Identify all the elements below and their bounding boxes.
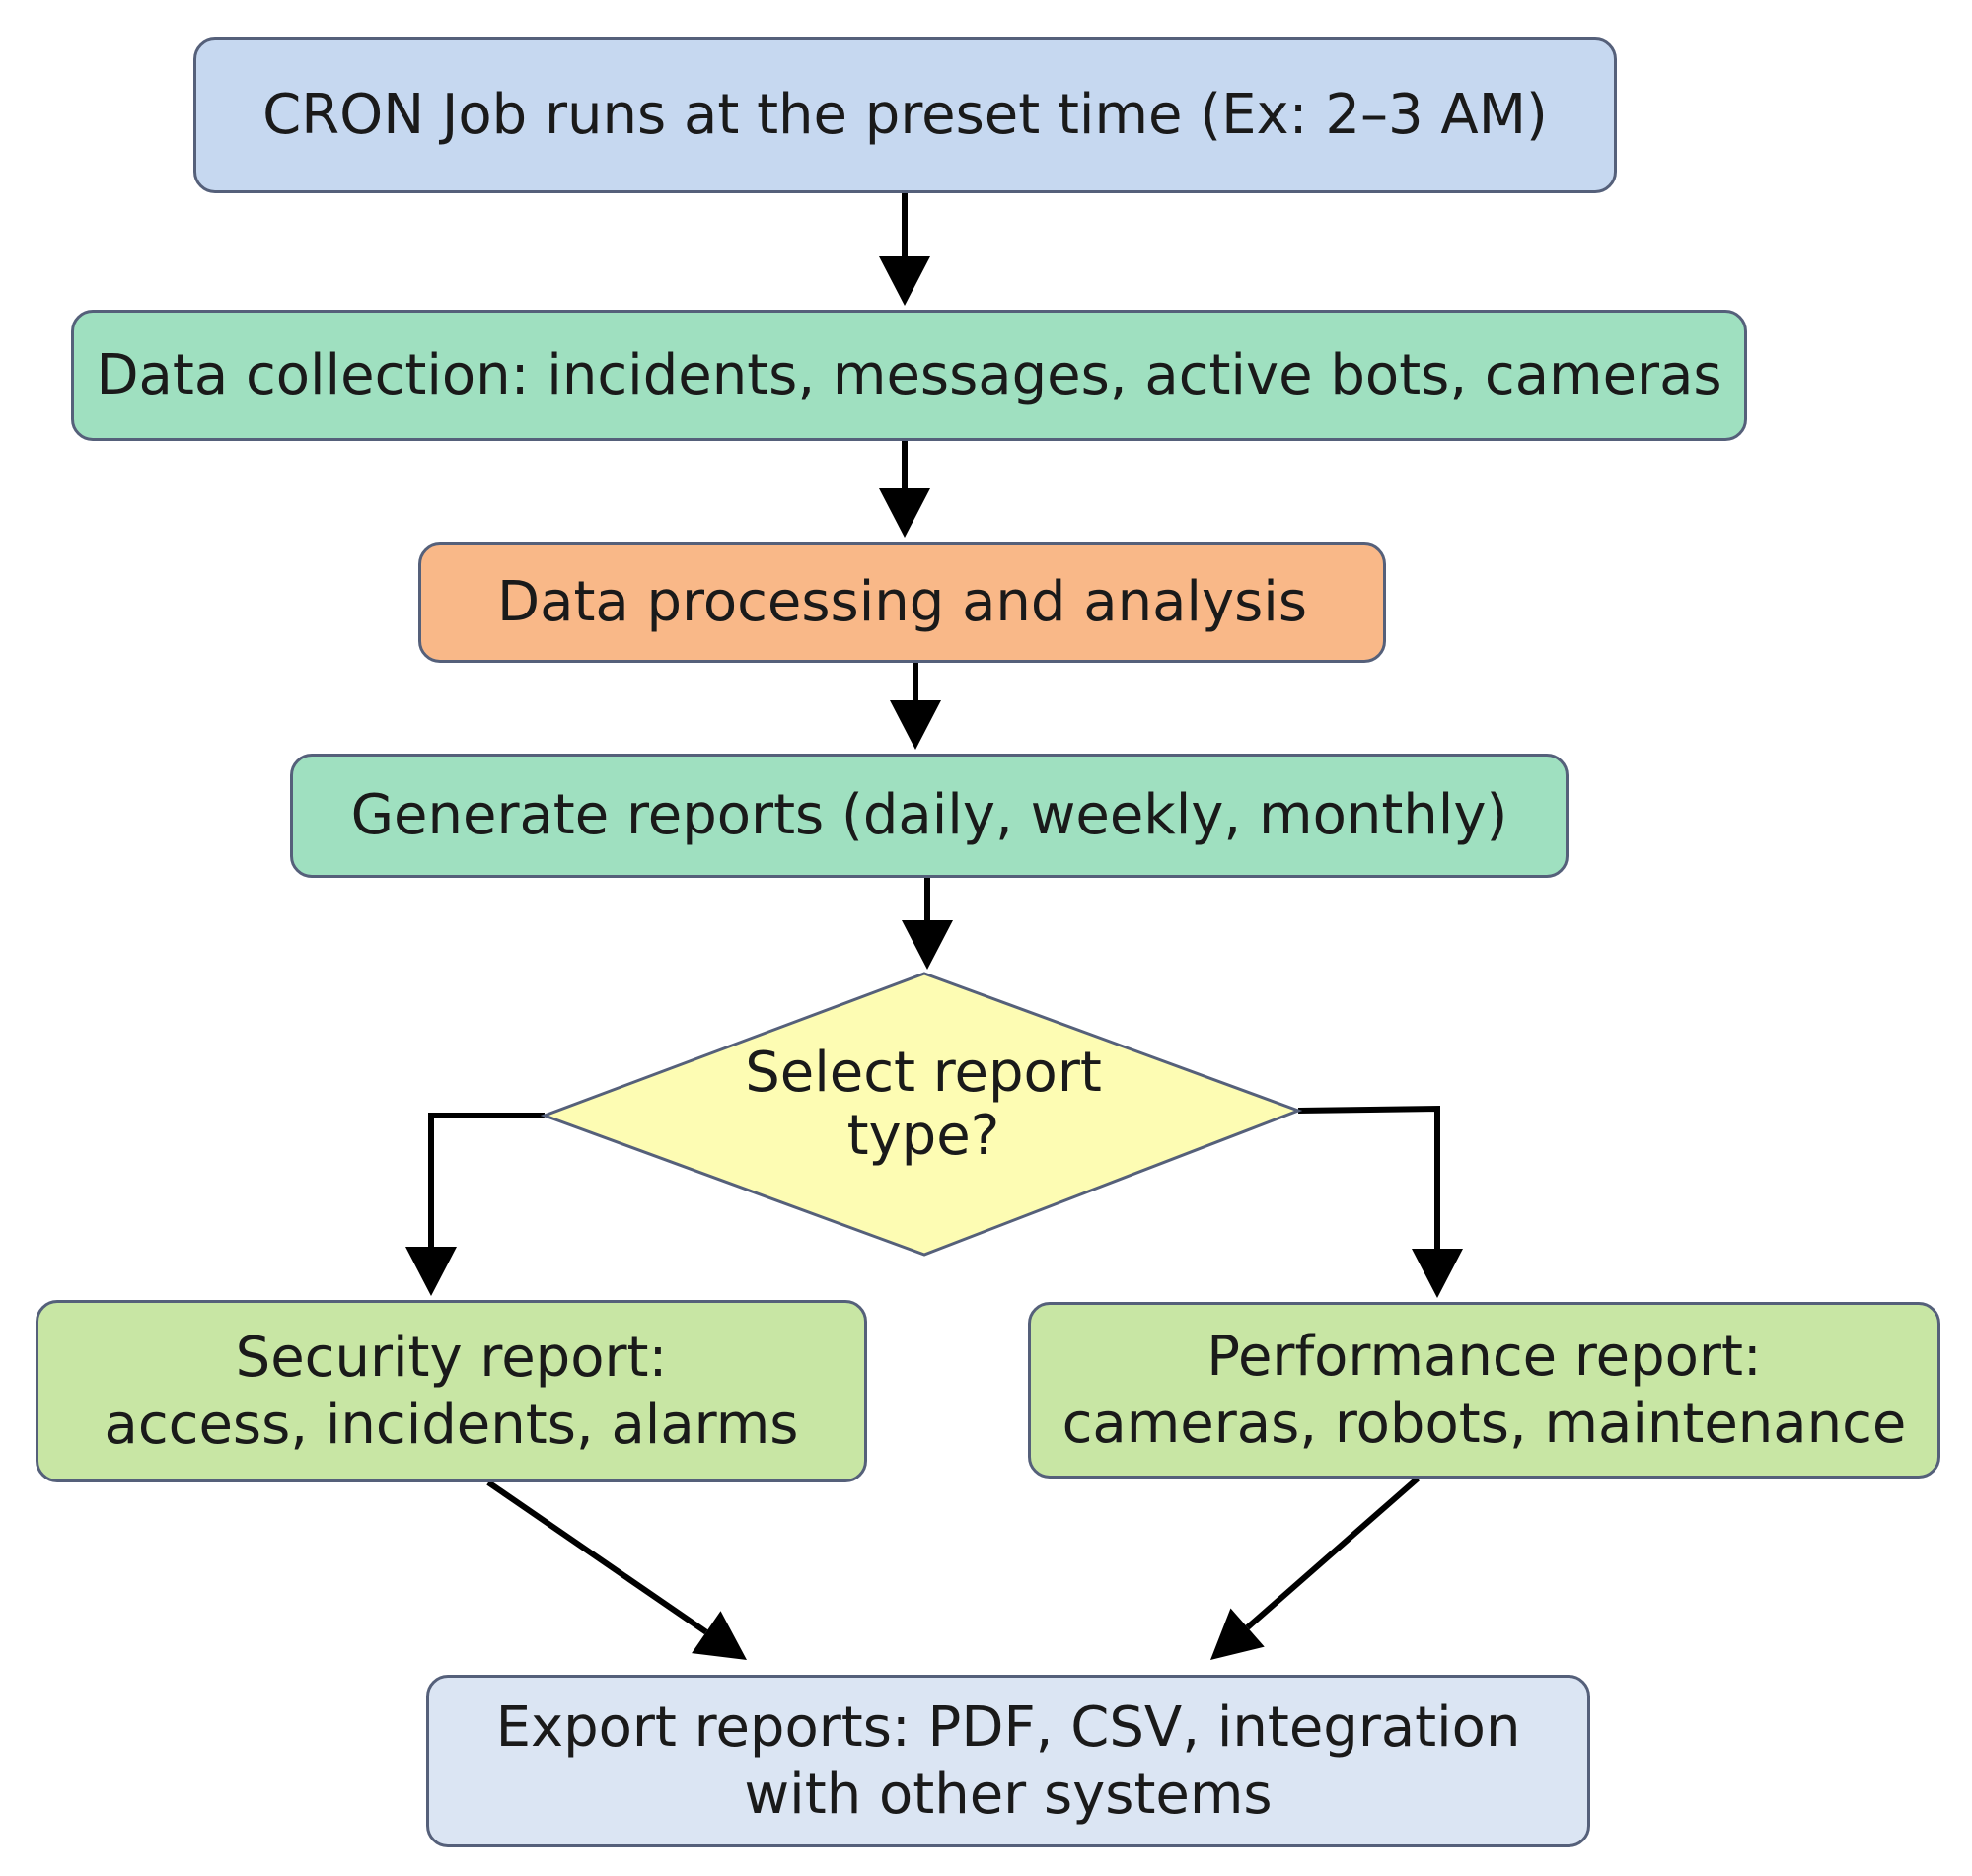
export-reports-node: Export reports: PDF, CSV, integration wi… xyxy=(426,1675,1590,1847)
performance-report-node: Performance report: cameras, robots, mai… xyxy=(1028,1302,1940,1479)
arrow-generate-to-decision-head xyxy=(902,920,953,970)
arrow-decision-to-security-head xyxy=(405,1247,457,1296)
arrow-security-to-export-head xyxy=(692,1611,747,1660)
security-report-node: Security report: access, incidents, alar… xyxy=(36,1300,867,1482)
performance-report-line2: cameras, robots, maintenance xyxy=(1061,1391,1907,1456)
arrow-performance-to-export-line xyxy=(1245,1476,1420,1630)
security-report-line2: access, incidents, alarms xyxy=(104,1392,799,1457)
data-processing-label: Data processing and analysis xyxy=(497,570,1307,634)
arrow-decision-to-security-line xyxy=(428,1113,545,1247)
security-report-line1: Security report: xyxy=(235,1325,668,1390)
performance-report-line1: Performance report: xyxy=(1206,1324,1762,1389)
arrow-decision-to-performance-line xyxy=(1297,1105,1440,1249)
decision-label-line2: type? xyxy=(846,1104,1000,1168)
export-reports-line2: with other systems xyxy=(744,1762,1273,1827)
data-collection-label: Data collection: incidents, messages, ac… xyxy=(96,342,1722,407)
generate-reports-node: Generate reports (daily, weekly, monthly… xyxy=(290,754,1569,878)
data-processing-node: Data processing and analysis xyxy=(418,542,1386,663)
arrow-security-to-export-line xyxy=(486,1479,708,1635)
arrow-process-to-generate-head xyxy=(890,700,941,750)
start-node: CRON Job runs at the preset time (Ex: 2–… xyxy=(193,37,1617,193)
export-reports-line1: Export reports: PDF, CSV, integration xyxy=(495,1695,1521,1760)
arrow-collect-to-process-head xyxy=(879,488,930,538)
arrow-decision-to-performance-head xyxy=(1412,1249,1463,1298)
data-collection-node: Data collection: incidents, messages, ac… xyxy=(71,310,1747,441)
arrow-start-to-collect-head xyxy=(879,256,930,306)
start-node-label: CRON Job runs at the preset time (Ex: 2–… xyxy=(262,83,1548,147)
decision-label-line1: Select report xyxy=(745,1041,1102,1105)
decision-label: Select report type? xyxy=(631,1031,1215,1179)
generate-reports-label: Generate reports (daily, weekly, monthly… xyxy=(350,783,1508,847)
arrow-performance-to-export-head xyxy=(1210,1608,1265,1660)
